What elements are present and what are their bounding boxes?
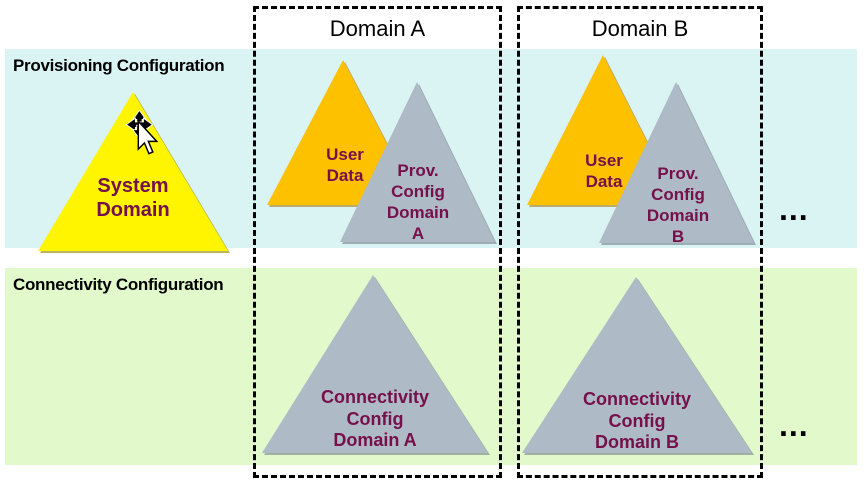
label-line: Data <box>585 172 623 191</box>
label-line: B <box>671 227 685 246</box>
move-cursor-glyph <box>125 109 159 155</box>
label-line: Config <box>608 410 666 431</box>
label-line: A <box>411 224 425 243</box>
label-line: Domain <box>96 199 170 221</box>
connectivity-config-a-label: Connectivity Config Domain A <box>300 387 450 452</box>
label-line: User <box>326 145 364 164</box>
triangle-shape <box>38 92 228 251</box>
label-line: Data <box>326 166 364 185</box>
prov-config-b-triangle[interactable] <box>599 82 754 243</box>
label-line: Domain B <box>594 432 679 452</box>
label-line: Domain <box>386 203 450 222</box>
triangle-shape <box>262 275 488 453</box>
label-line: Connectivity <box>582 389 692 409</box>
prov-config-a-label: Prov. Config Domain A <box>363 160 473 244</box>
triangle-shape <box>599 82 754 243</box>
domain-a-label: Domain A <box>329 16 426 41</box>
more-domains-ellipsis-connectivity: ... <box>779 407 809 443</box>
prov-config-b-label: Prov. Config Domain B <box>623 163 733 247</box>
label-line: Prov. <box>657 164 699 183</box>
label-line: User <box>585 151 623 170</box>
label-line: System <box>97 175 169 197</box>
label-line: Domain <box>646 206 710 225</box>
connectivity-config-b-triangle[interactable] <box>522 277 752 453</box>
more-domains-ellipsis-provisioning: ... <box>779 191 809 227</box>
label-line: Prov. <box>397 161 439 180</box>
triangle-shape <box>522 277 752 453</box>
domain-b-box: Domain B <box>517 6 763 478</box>
domain-b-label: Domain B <box>591 16 689 41</box>
label-line: Config <box>391 182 445 201</box>
prov-config-a-triangle[interactable] <box>340 82 495 242</box>
label-line: Config <box>346 408 404 429</box>
system-domain-label: System Domain <box>58 174 208 222</box>
provisioning-band-title: Provisioning Configuration <box>13 56 225 75</box>
connectivity-config-a-triangle[interactable] <box>262 275 488 453</box>
label-line: Domain A <box>333 430 417 450</box>
label-line: Connectivity <box>320 387 430 407</box>
user-data-b-label: User Data <box>554 150 654 192</box>
domain-a-box: Domain A <box>253 6 502 478</box>
connectivity-band-title: Connectivity Configuration <box>13 275 224 294</box>
system-domain-triangle[interactable] <box>38 92 228 251</box>
connectivity-config-b-label: Connectivity Config Domain B <box>562 389 712 454</box>
label-line: Config <box>651 185 705 204</box>
triangle-shape <box>340 82 495 242</box>
move-cursor-icon <box>125 109 164 171</box>
user-data-a-label: User Data <box>295 144 395 186</box>
